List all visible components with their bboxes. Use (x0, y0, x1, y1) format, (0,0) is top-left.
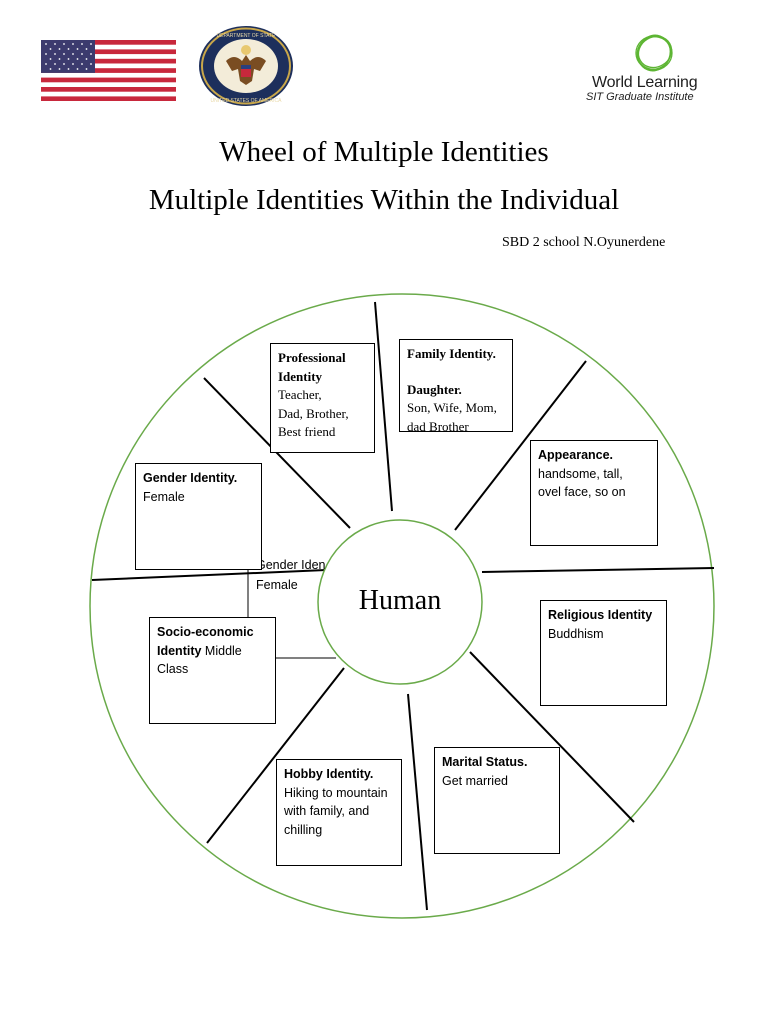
box-line: with family, and (284, 804, 370, 818)
spoke-line (454, 360, 587, 531)
professional-identity-box: Professional Identity Teacher, Dad, Brot… (270, 343, 375, 453)
us-flag-icon (41, 40, 176, 101)
box-heading: Family Identity. (407, 346, 496, 361)
hobby-identity-box: Hobby Identity. Hiking to mountain with … (276, 759, 402, 866)
box-line: Female (143, 489, 185, 504)
box-line: Class (157, 662, 189, 676)
box-line: Best friend (278, 424, 336, 439)
box-heading: Identity (157, 643, 202, 658)
department-of-state-seal-icon: DEPARTMENT OF STATE UNITED STATES OF AME… (199, 26, 293, 106)
box-line: chilling (284, 822, 323, 837)
spoke-line (407, 693, 428, 911)
box-line: ovel face, so on (538, 485, 626, 499)
box-heading: Professional (278, 350, 346, 365)
seal-text: DEPARTMENT OF STATE (217, 33, 277, 39)
author-line: SBD 2 school N.Oyunerdene (502, 235, 666, 250)
box-heading: Appearance. (538, 448, 614, 462)
world-learning-name: World Learning (592, 74, 698, 91)
box-heading: Marital Status. (442, 755, 528, 769)
stray-gender-label: Gender Iden (256, 558, 326, 572)
box-line: dad Brother (407, 418, 469, 432)
outer-circle (89, 293, 715, 919)
box-heading: Hobby Identity. (284, 767, 374, 781)
spoke-line (203, 377, 351, 529)
box-line: Buddhism (548, 626, 604, 641)
box-heading: Socio-economic (157, 625, 254, 639)
spoke-line (469, 651, 635, 823)
spoke-line (91, 569, 327, 581)
world-learning-logo: World Learning SIT Graduate Institute (584, 32, 722, 108)
spoke-line (481, 567, 715, 573)
family-identity-box: Family Identity. Daughter. Son, Wife, Mo… (399, 339, 513, 432)
box-line: handsome, tall, (538, 466, 623, 481)
page-subtitle: Multiple Identities Within the Individua… (148, 184, 620, 216)
spoke-line (206, 667, 345, 844)
center-circle (317, 519, 483, 685)
box-heading: Religious Identity (548, 608, 653, 622)
gender-identity-box: Gender Identity. Female (135, 463, 262, 570)
religious-identity-box: Religious Identity Buddhism (540, 600, 667, 706)
spoke-line (374, 301, 393, 512)
socio-economic-identity-box: Socio-economic Identity Middle Class (149, 617, 276, 724)
stray-gender-value: Female (256, 578, 298, 592)
box-line: Hiking to mountain (284, 785, 388, 800)
box-line: Middle (201, 643, 242, 658)
box-heading: Identity (278, 368, 323, 384)
svg-text:UNITED STATES OF AMERICA: UNITED STATES OF AMERICA (211, 98, 283, 104)
box-line: Get married (442, 773, 508, 788)
box-line: Dad, Brother, (278, 405, 349, 421)
box-subheading: Daughter. (407, 381, 462, 397)
box-heading: Gender Identity. (143, 471, 238, 485)
page-title: Wheel of Multiple Identities (219, 136, 549, 168)
world-learning-subtitle: SIT Graduate Institute (586, 91, 694, 103)
box-line: Teacher, (278, 387, 322, 402)
box-line: Son, Wife, Mom, (407, 400, 497, 415)
appearance-box: Appearance. handsome, tall, ovel face, s… (530, 440, 658, 546)
center-label: Human (358, 585, 442, 616)
world-learning-swirl-icon (635, 34, 673, 72)
marital-status-box: Marital Status. Get married (434, 747, 560, 854)
